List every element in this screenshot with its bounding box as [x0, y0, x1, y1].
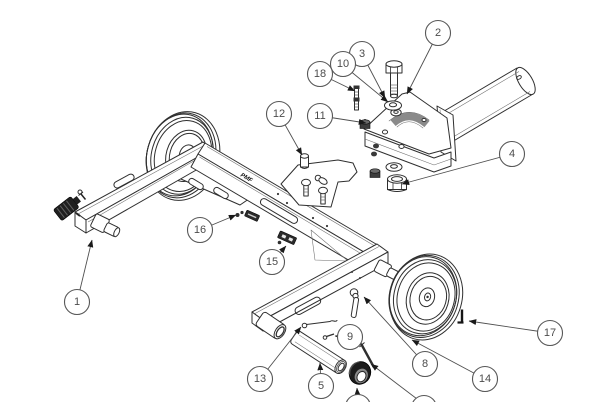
callout-18: 18 — [306, 60, 334, 88]
svg-text:11: 11 — [314, 110, 325, 122]
carriage-bolts — [301, 178, 328, 205]
leader-line-17 — [468, 319, 551, 334]
flat-washer-lower — [385, 162, 403, 172]
bushing — [348, 361, 372, 385]
callout-4: 4 — [498, 140, 526, 168]
stub-axle-left — [90, 213, 121, 238]
callout-16: 16 — [186, 216, 214, 244]
mounting-plate — [280, 159, 358, 208]
main-beam: PMF — [190, 142, 382, 272]
svg-text:12: 12 — [273, 108, 285, 120]
clip-bracket-b — [277, 230, 297, 245]
svg-text:15: 15 — [266, 256, 278, 268]
svg-text:9: 9 — [347, 331, 353, 343]
axle-rod — [359, 342, 375, 368]
callout-partial-2 — [412, 394, 436, 402]
hex-nut-small — [359, 119, 371, 129]
callout-14: 14 — [471, 365, 499, 393]
knob-handle — [53, 196, 81, 221]
svg-text:17: 17 — [544, 327, 556, 339]
flat-washer-upper — [384, 100, 402, 111]
svg-text:8: 8 — [422, 358, 428, 370]
hitch-bracket — [363, 91, 452, 173]
hitch-coupler-tube — [428, 66, 536, 147]
threaded-stud — [353, 85, 360, 111]
svg-text:18: 18 — [314, 68, 326, 80]
svg-text:13: 13 — [254, 373, 266, 385]
callout-partial-1 — [345, 393, 371, 402]
callout-12: 12 — [265, 100, 293, 128]
callout-1: 1 — [63, 288, 91, 316]
callout-13: 13 — [246, 365, 274, 393]
callout-17: 17 — [536, 319, 564, 347]
jam-nut — [369, 168, 381, 178]
svg-text:4: 4 — [509, 148, 515, 160]
cotter-pin-long — [301, 320, 338, 329]
hex-bolt — [385, 60, 403, 99]
l-pin — [457, 309, 464, 324]
leader-line-partial-2 — [370, 363, 422, 402]
callout-5: 5 — [307, 372, 335, 400]
leader-line-14 — [411, 339, 486, 380]
svg-text:10: 10 — [337, 58, 349, 70]
callout-15: 15 — [258, 248, 286, 276]
tongue-beam — [251, 243, 389, 340]
leader-line-4 — [401, 153, 513, 185]
svg-text:2: 2 — [435, 27, 441, 39]
clevis-pin — [349, 288, 360, 318]
svg-text:16: 16 — [194, 224, 206, 236]
cotter-pin-small — [322, 333, 335, 340]
tongue-sleeve — [255, 311, 287, 340]
svg-text:5: 5 — [318, 380, 324, 392]
callout-9: 9 — [336, 323, 364, 351]
svg-text:3: 3 — [359, 48, 365, 60]
corner-gusset — [310, 229, 349, 262]
callout-11: 11 — [306, 102, 334, 130]
svg-text:14: 14 — [479, 373, 491, 385]
spacer-bushing — [300, 153, 309, 169]
callout-8: 8 — [411, 350, 439, 378]
callout-2: 2 — [424, 19, 452, 47]
svg-text:1: 1 — [74, 296, 80, 308]
clip-bracket-a — [235, 210, 260, 222]
leader-line-8 — [363, 296, 426, 365]
rear-wheel — [388, 253, 464, 341]
clip-pin — [77, 189, 87, 200]
frame-logo: PMF — [239, 173, 253, 185]
callout-10: 10 — [329, 50, 357, 78]
